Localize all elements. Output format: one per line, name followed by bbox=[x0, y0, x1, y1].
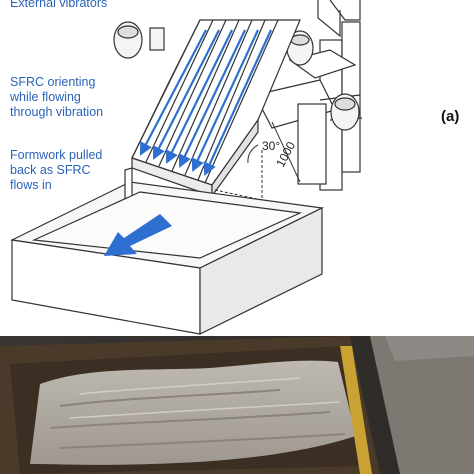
flow-arrows bbox=[139, 29, 273, 177]
label-sfrc-orienting: SFRC orienting while flowing through vib… bbox=[10, 75, 103, 120]
cast-sfrc-photo bbox=[0, 336, 474, 474]
inclined-chute bbox=[131, 19, 301, 198]
panel-label: (a) bbox=[441, 108, 460, 125]
angle-dimension: 30° bbox=[262, 139, 280, 153]
vibrator-icons bbox=[113, 21, 360, 131]
label-line: Formwork pulled bbox=[10, 148, 103, 162]
casting-apparatus-drawing: 30° 1000 50 bbox=[10, 0, 363, 335]
label-formwork: Formwork pulled back as SFRC flows in bbox=[10, 148, 102, 193]
label-line: while flowing bbox=[10, 90, 81, 104]
label-line: through vibration bbox=[10, 105, 104, 119]
label-line: flows in bbox=[10, 178, 52, 192]
label-line: back as SFRC bbox=[10, 163, 91, 177]
pull-back-arrow bbox=[104, 214, 172, 256]
label-external-vibrators: External vibrators bbox=[10, 0, 108, 10]
label-line: SFRC orienting bbox=[10, 75, 96, 89]
